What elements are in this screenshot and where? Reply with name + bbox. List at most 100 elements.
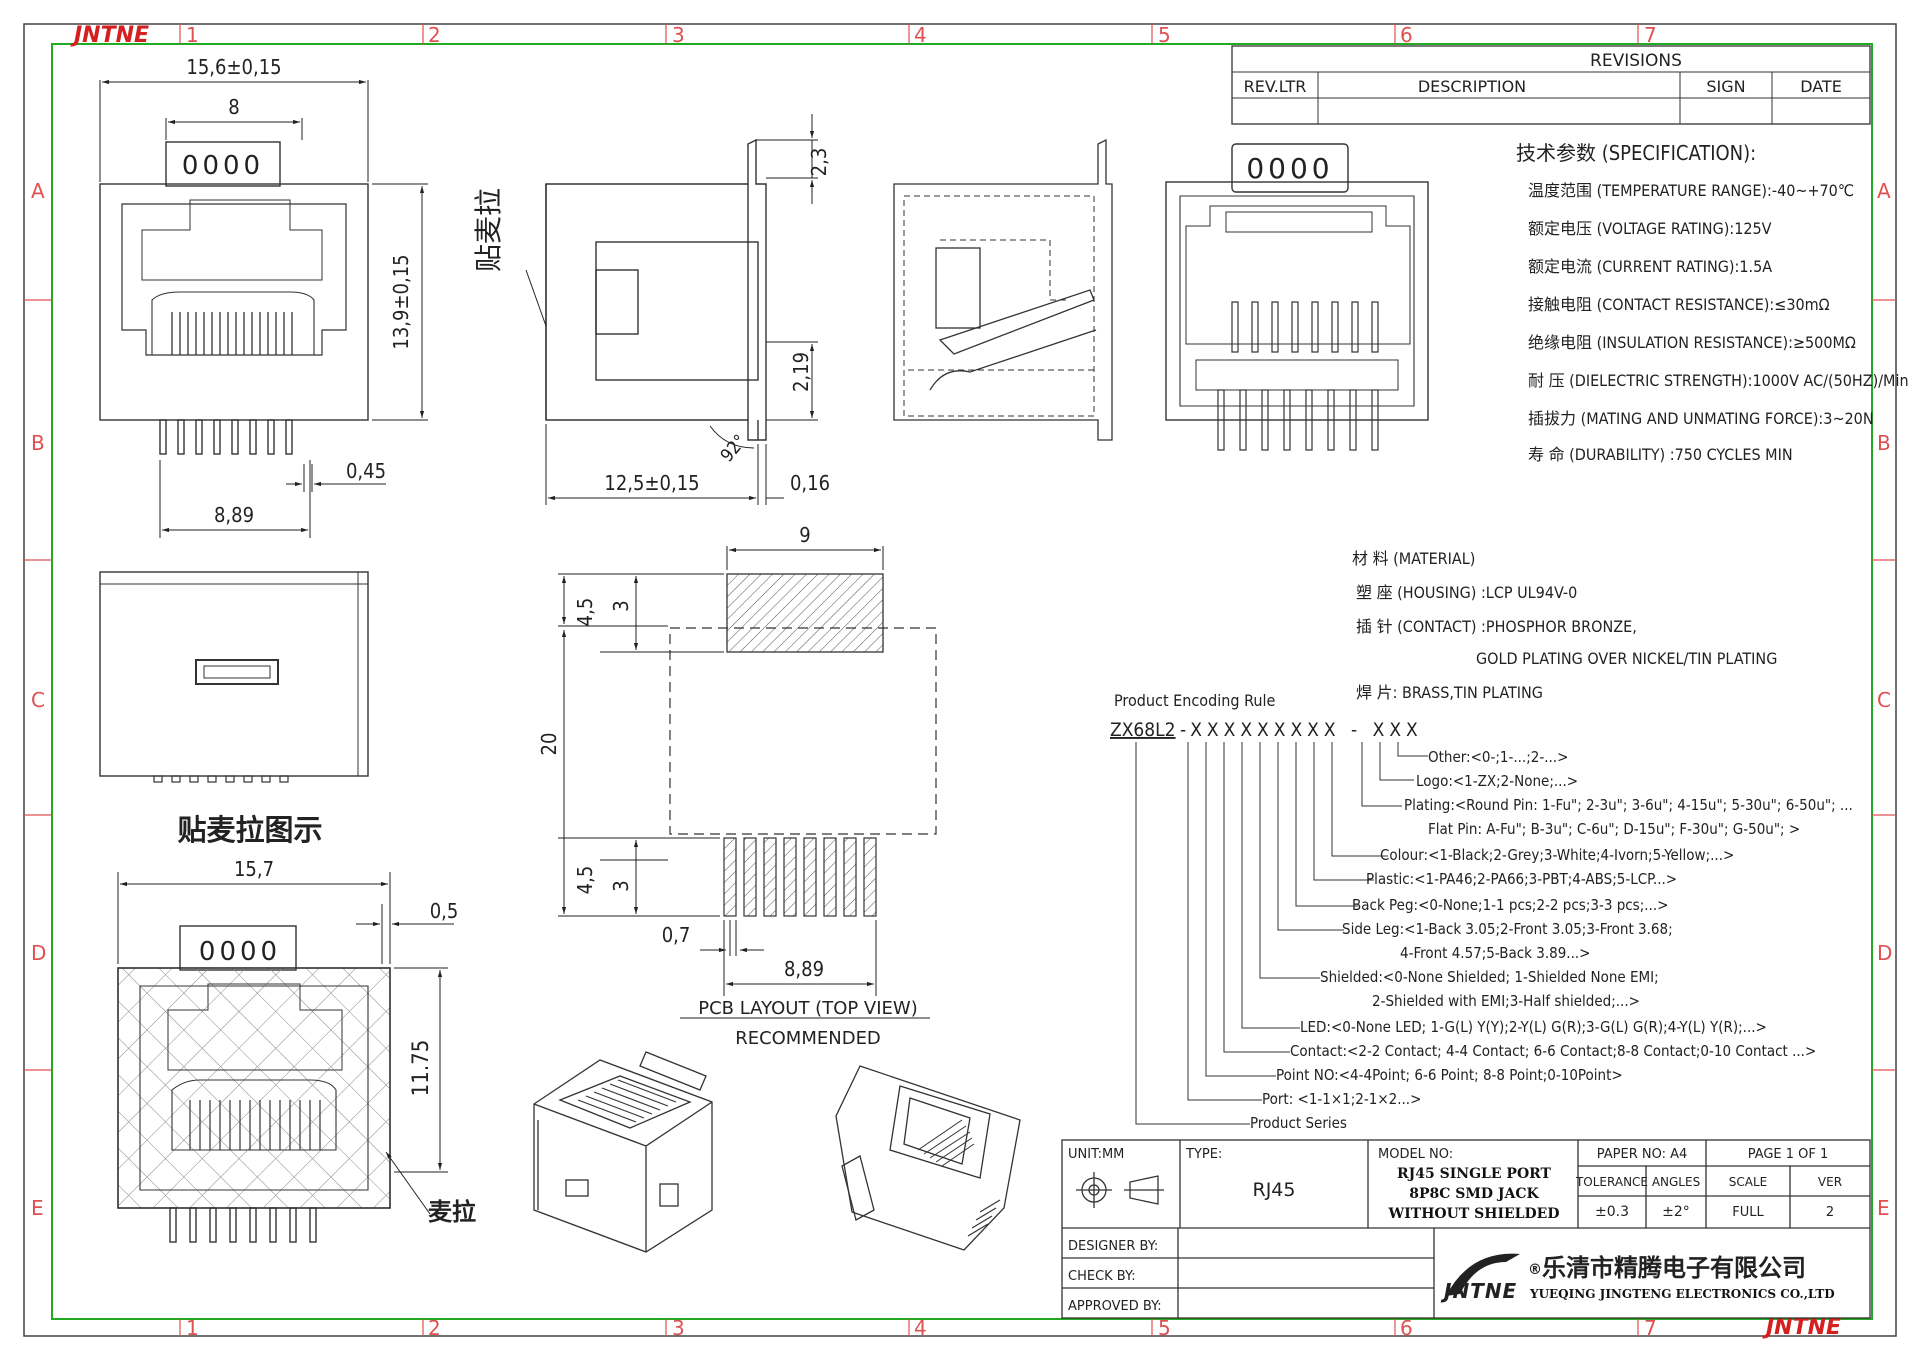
tb-page: PAGE 1 OF 1 bbox=[1748, 1147, 1829, 1162]
tb-scale-label: SCALE bbox=[1729, 1175, 1767, 1189]
tb-paper: PAPER NO: A4 bbox=[1597, 1147, 1688, 1162]
encoding-rule-plating: Plating:<Round Pin: 1-Fu"; 2-3u"; 3-6u";… bbox=[1404, 796, 1853, 814]
tb-tolerance-label: TOLERANCE bbox=[1575, 1175, 1648, 1189]
company-logo-text: JNTNE bbox=[1440, 1279, 1517, 1303]
company-name-cn: 乐清市精腾电子有限公司 bbox=[1542, 1254, 1806, 1282]
tb-ver-value: 2 bbox=[1826, 1205, 1834, 1220]
tb-ver-label: VER bbox=[1818, 1175, 1842, 1189]
zone-col-7: 7 bbox=[1644, 23, 1657, 47]
pcb-layout-title: PCB LAYOUT (TOP VIEW) bbox=[698, 998, 918, 1019]
zone-col-5-bottom: 5 bbox=[1158, 1316, 1171, 1340]
tb-unit: UNIT:MM bbox=[1068, 1147, 1124, 1162]
company-logo: JNTNE bbox=[1440, 1253, 1520, 1303]
zone-row-c-right: C bbox=[1877, 688, 1891, 712]
dim-pcb-top2: 3 bbox=[609, 600, 633, 611]
spec-item-4: 绝缘电阻 (INSULATION RESISTANCE):≥500MΩ bbox=[1528, 333, 1856, 352]
dim-top-width: 8 bbox=[228, 95, 239, 119]
encoding-rule-point: Point NO:<4-4Point; 6-6 Point; 8-8 Point… bbox=[1276, 1066, 1623, 1084]
encoding-rule-plastic: Plastic:<1-PA46;2-PA66;3-PBT;4-ABS;5-LCP… bbox=[1366, 870, 1677, 888]
zone-row-e-right: E bbox=[1877, 1196, 1890, 1220]
pull-title: 贴麦拉图示 bbox=[177, 813, 322, 847]
company-mark: ® bbox=[1528, 1262, 1542, 1278]
encoding-rule-series: Product Series bbox=[1250, 1114, 1347, 1132]
revisions-header-date: DATE bbox=[1800, 77, 1842, 96]
material-item-3: 焊 片: BRASS,TIN PLATING bbox=[1356, 683, 1543, 702]
dim-side-mid: 2,19 bbox=[789, 352, 813, 392]
front-view bbox=[99, 141, 369, 455]
tb-scale-value: FULL bbox=[1732, 1205, 1764, 1220]
spec-title: 技术参数 (SPECIFICATION): bbox=[1516, 141, 1756, 165]
sheet-frame bbox=[23, 23, 1897, 1337]
dim-pcb-top1: 4,5 bbox=[573, 598, 597, 627]
tb-angles-label: ANGLES bbox=[1652, 1175, 1700, 1189]
front-contact-marks: 0000 bbox=[182, 151, 264, 181]
dim-pull-height: 11.75 bbox=[409, 1040, 434, 1097]
encoding-rule-flatpin: Flat Pin: A-Fu"; B-3u"; C-6u"; D-15u"; F… bbox=[1428, 820, 1800, 838]
encoding-rule-backpeg: Back Peg:<0-None;1-1 pcs;2-2 pcs;3-3 pcs… bbox=[1352, 896, 1668, 914]
zone-col-1: 1 bbox=[186, 23, 199, 47]
dim-pin-span: 8,89 bbox=[214, 503, 254, 527]
dim-pull-edge: 0,5 bbox=[430, 899, 459, 923]
brand-logo-bottom: JNTNE bbox=[1762, 1315, 1841, 1340]
zone-row-a-right: A bbox=[1877, 179, 1891, 203]
encoding-rule-contact: Contact:<2-2 Contact; 4-4 Contact; 6-6 C… bbox=[1290, 1042, 1816, 1060]
spec-item-6: 插拔力 (MATING AND UNMATING FORCE):3~20N bbox=[1528, 409, 1874, 428]
material-item-0: 塑 座 (HOUSING) :LCP UL94V-0 bbox=[1356, 583, 1577, 602]
company-name-en: YUEQING JINGTENG ELECTRONICS CO.,LTD bbox=[1529, 1287, 1835, 1301]
pcb-dimensions bbox=[558, 546, 930, 1019]
encoding-rule-shielded: Shielded:<0-None Shielded; 1-Shielded No… bbox=[1320, 968, 1659, 986]
zone-row-d-right: D bbox=[1877, 941, 1892, 965]
zone-row-d: D bbox=[31, 941, 46, 965]
tb-approved: APPROVED BY: bbox=[1068, 1299, 1162, 1314]
tb-type-label: TYPE: bbox=[1185, 1147, 1222, 1162]
zone-col-6-bottom: 6 bbox=[1400, 1316, 1413, 1340]
revisions-header-sign: SIGN bbox=[1706, 77, 1745, 96]
iso-view-left bbox=[533, 1051, 713, 1253]
section-view bbox=[893, 138, 1113, 441]
specification-block: 技术参数 (SPECIFICATION): 温度范围 (TEMPERATURE … bbox=[1516, 141, 1909, 464]
zone-col-1-bottom: 1 bbox=[186, 1316, 199, 1340]
dim-side-depth: 12,5±0,15 bbox=[604, 471, 699, 495]
material-item-2: GOLD PLATING OVER NICKEL/TIN PLATING bbox=[1476, 649, 1777, 668]
zone-col-4: 4 bbox=[914, 23, 927, 47]
title-block bbox=[1061, 1139, 1871, 1319]
revisions-title: REVISIONS bbox=[1590, 51, 1682, 71]
dim-height: 13,9±0,15 bbox=[389, 254, 413, 349]
tb-check: CHECK BY: bbox=[1068, 1269, 1136, 1284]
material-block: 材 料 (MATERIAL) 塑 座 (HOUSING) :LCP UL94V-… bbox=[1352, 549, 1777, 702]
tb-angles-value: ±2° bbox=[1662, 1204, 1690, 1220]
material-title: 材 料 (MATERIAL) bbox=[1352, 549, 1475, 568]
zone-row-b: B bbox=[31, 431, 45, 455]
spec-item-0: 温度范围 (TEMPERATURE RANGE):-40~+70℃ bbox=[1528, 181, 1854, 200]
dim-pcb-height: 20 bbox=[537, 733, 561, 756]
dim-pcb-bot2: 3 bbox=[609, 880, 633, 891]
dim-pcb-span: 8,89 bbox=[784, 957, 824, 981]
dim-pin-width: 0,45 bbox=[346, 459, 386, 483]
front-view-dimensions bbox=[99, 79, 428, 538]
zone-col-2-bottom: 2 bbox=[428, 1316, 441, 1340]
zone-row-e: E bbox=[31, 1196, 44, 1220]
zone-col-6: 6 bbox=[1400, 23, 1413, 47]
brand-logo-top: JNTNE bbox=[70, 23, 149, 48]
encoding-rest: -XXXXXXXXX - XXX bbox=[1180, 719, 1423, 741]
pull-view-dimensions bbox=[117, 872, 454, 1215]
zone-col-7-bottom: 7 bbox=[1644, 1316, 1657, 1340]
zone-col-5: 5 bbox=[1158, 23, 1171, 47]
tb-model-line-1: RJ45 SINGLE PORT bbox=[1397, 1166, 1552, 1182]
encoding-rule-colour: Colour:<1-Black;2-Grey;3-White;4-Ivorn;5… bbox=[1380, 846, 1734, 864]
tb-model-label: MODEL NO: bbox=[1378, 1147, 1453, 1162]
dim-pull-width: 15,7 bbox=[234, 857, 274, 881]
encoding-rule-led: LED:<0-None LED; 1-G(L) Y(Y);2-Y(L) G(R)… bbox=[1300, 1018, 1767, 1036]
zone-row-c: C bbox=[31, 688, 45, 712]
spec-item-3: 接触电阻 (CONTACT RESISTANCE):≤30mΩ bbox=[1528, 295, 1830, 314]
spec-item-5: 耐 压 (DIELECTRIC STRENGTH):1000V AC/(50HZ… bbox=[1528, 371, 1909, 390]
dim-side-thick: 0,16 bbox=[790, 471, 830, 495]
encoding-title: Product Encoding Rule bbox=[1114, 691, 1275, 710]
zone-col-2: 2 bbox=[428, 23, 441, 47]
zone-row-b-right: B bbox=[1877, 431, 1891, 455]
encoding-rule-sideleg-2: 4-Front 4.57;5-Back 3.89...> bbox=[1400, 944, 1590, 962]
encoding-rule-logo: Logo:<1-ZX;2-None;...> bbox=[1416, 772, 1578, 790]
dim-pcb-pad: 0,7 bbox=[662, 923, 691, 947]
encoding-rule-port: Port: <1-1×1;2-1×2...> bbox=[1262, 1090, 1421, 1108]
